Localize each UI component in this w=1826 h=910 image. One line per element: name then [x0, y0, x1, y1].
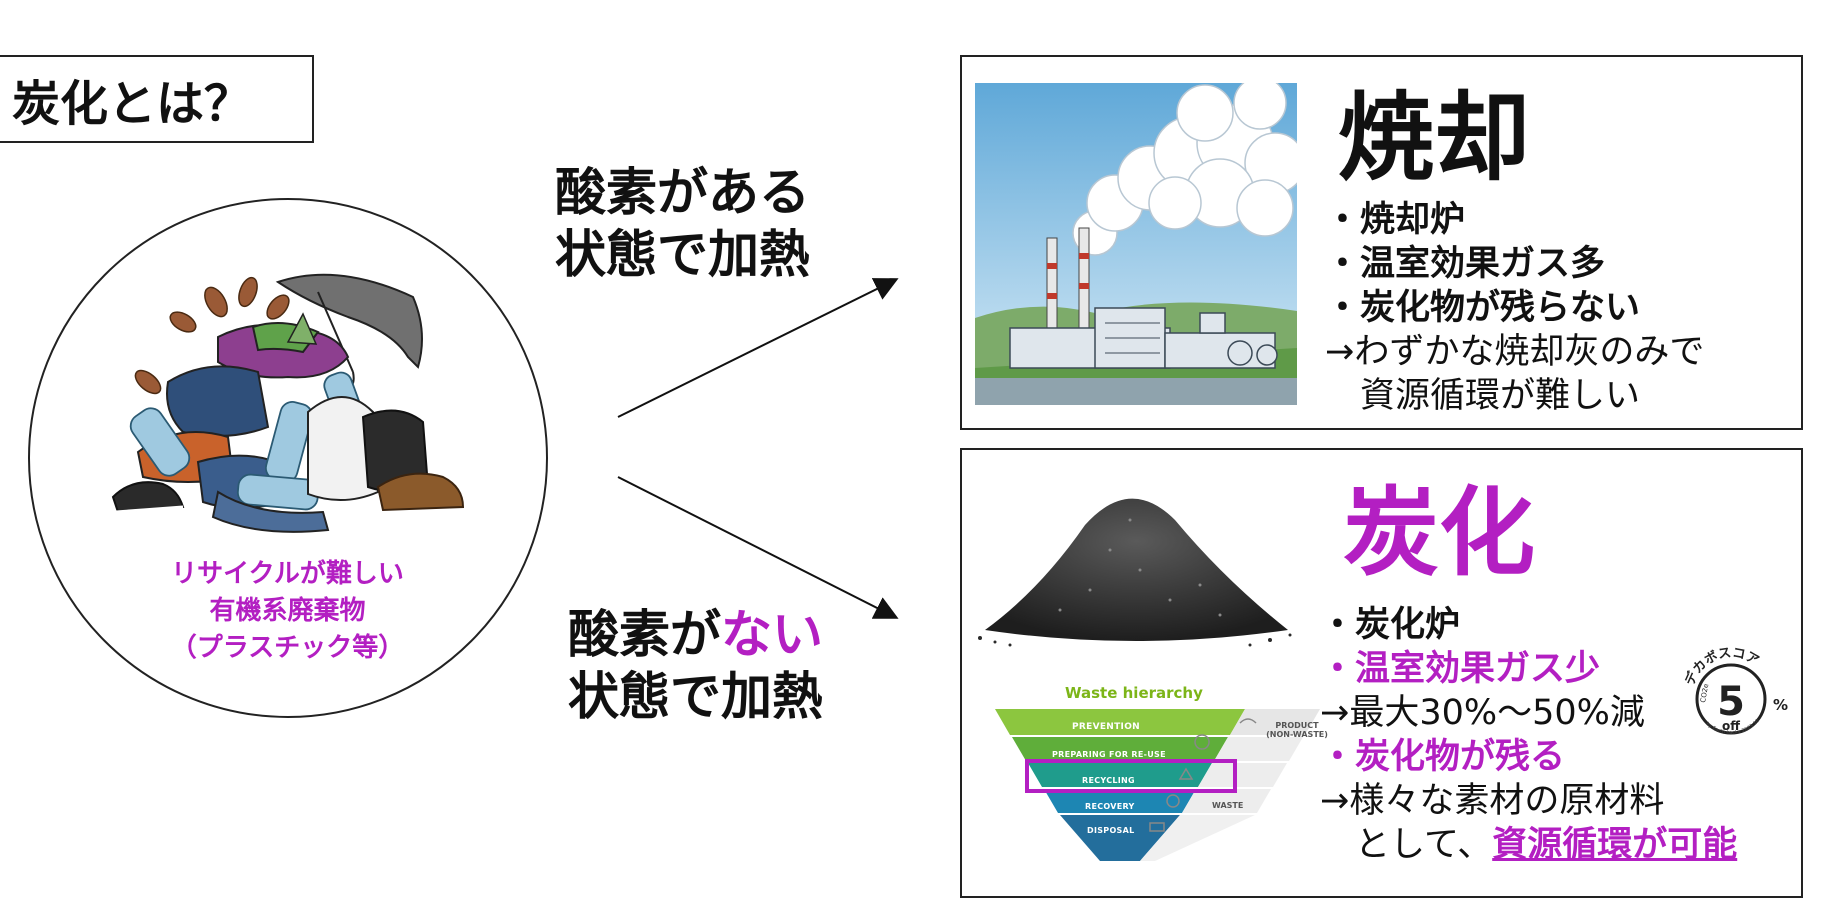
incineration-bullets: ・焼却炉 ・温室効果ガス多 ・炭化物が残らない →わずかな焼却灰のみで 資源循環… — [1325, 198, 1704, 418]
without-oxygen-line2: 状態で加熱 — [568, 668, 824, 727]
carbonization-note: →様々な素材の原材料 — [1320, 781, 1665, 821]
waste-circle — [28, 198, 548, 718]
arrow-to-incineration — [617, 278, 899, 418]
without-oxygen-line1-pre: 酸素が — [568, 606, 722, 665]
wh-level-recovery — [1044, 789, 1196, 813]
waste-hierarchy-title: Waste hierarchy — [1065, 684, 1203, 702]
wh-level-recycling — [1028, 763, 1212, 787]
carbonization-bullets: ・炭化炉 ・温室効果ガス少 →最大30%〜50%減 ・炭化物が残る →様々な素材… — [1320, 603, 1737, 867]
carbonization-bullet: ・炭化炉 — [1320, 605, 1461, 645]
wh-product-line: PRODUCT — [1275, 721, 1319, 730]
waste-caption-line: 有機系廃棄物 — [209, 596, 366, 626]
decarbo-score-seal: デカボスコア 5 % off CO2e by Earth hacks 2023.… — [1682, 646, 1788, 736]
plastic-bag-icon — [307, 396, 380, 502]
power-plant-illustration — [975, 83, 1297, 405]
wh-level-prevention — [995, 709, 1245, 735]
incineration-bullet: ・炭化物が残らない — [1325, 288, 1641, 328]
wh-product-line: (NON-WASTE) — [1266, 730, 1328, 739]
branch-arrows — [617, 278, 899, 619]
wh-waste-label: WASTE — [1212, 801, 1244, 810]
char-pile-illustration — [978, 498, 1292, 647]
waste-hierarchy-diagram — [995, 709, 1320, 861]
seal-side-text: CO2e — [1699, 683, 1710, 703]
carbonization-heading: 炭化 — [1343, 477, 1535, 589]
wh-label-recycling: RECYCLING — [1082, 776, 1135, 785]
seal-number: 5 — [1717, 679, 1745, 725]
incineration-note: →わずかな焼却灰のみで — [1325, 332, 1705, 372]
waste-caption: リサイクルが難しい 有機系廃棄物 （プラスチック等） — [120, 556, 455, 667]
wh-label-reuse: PREPARING FOR RE-USE — [1052, 750, 1166, 759]
shoes-icon — [111, 472, 465, 514]
wh-label-disposal: DISPOSAL — [1087, 826, 1135, 835]
without-oxygen-label: 酸素がない 状態で加熱 — [568, 605, 823, 729]
reuse-icon — [1194, 734, 1210, 750]
without-oxygen-highlight: ない — [721, 606, 824, 665]
incineration-bullet: ・温室効果ガス多 — [1325, 244, 1606, 284]
with-oxygen-label: 酸素がある 状態で加熱 — [555, 163, 810, 287]
recycle-icon — [1178, 767, 1194, 780]
chimney-icon — [1046, 227, 1090, 344]
carbonization-bullet: ・炭化物が残る — [1320, 737, 1566, 777]
incineration-heading: 焼却 — [1338, 82, 1530, 194]
carbonization-note-pre: として、 — [1320, 825, 1493, 865]
carbonization-note: →最大30%〜50%減 — [1320, 693, 1645, 733]
smoke-cloud-icon — [1072, 83, 1297, 256]
arrow-to-carbonization — [617, 476, 899, 619]
resource-circulation-link[interactable]: 資源循環が可能 — [1492, 825, 1738, 865]
with-oxygen-line1: 酸素がある — [555, 164, 811, 223]
waste-caption-line: リサイクルが難しい — [171, 559, 404, 589]
with-oxygen-line2: 状態で加熱 — [555, 226, 811, 285]
recycling-highlight — [1025, 759, 1237, 793]
recovery-icon — [1166, 794, 1180, 808]
waste-pile-illustration — [111, 273, 465, 533]
carbonization-bullet: ・温室効果ガス少 — [1320, 649, 1601, 689]
waste-caption-line: （プラスチック等） — [170, 633, 405, 663]
wh-product-label: PRODUCT (NON-WASTE) — [1262, 721, 1332, 739]
wh-level-reuse — [1012, 737, 1228, 761]
incineration-note: 資源循環が難しい — [1325, 376, 1641, 416]
hand-icon — [1239, 718, 1257, 724]
wh-label-prevention: PREVENTION — [1072, 722, 1140, 732]
wh-label-recovery: RECOVERY — [1085, 802, 1135, 811]
seal-percent: % — [1773, 696, 1788, 714]
page-title: 炭化とは？ — [0, 55, 314, 143]
incineration-bullet: ・焼却炉 — [1325, 200, 1466, 240]
truck-icon — [1149, 822, 1165, 832]
seal-off: off — [1722, 719, 1740, 733]
